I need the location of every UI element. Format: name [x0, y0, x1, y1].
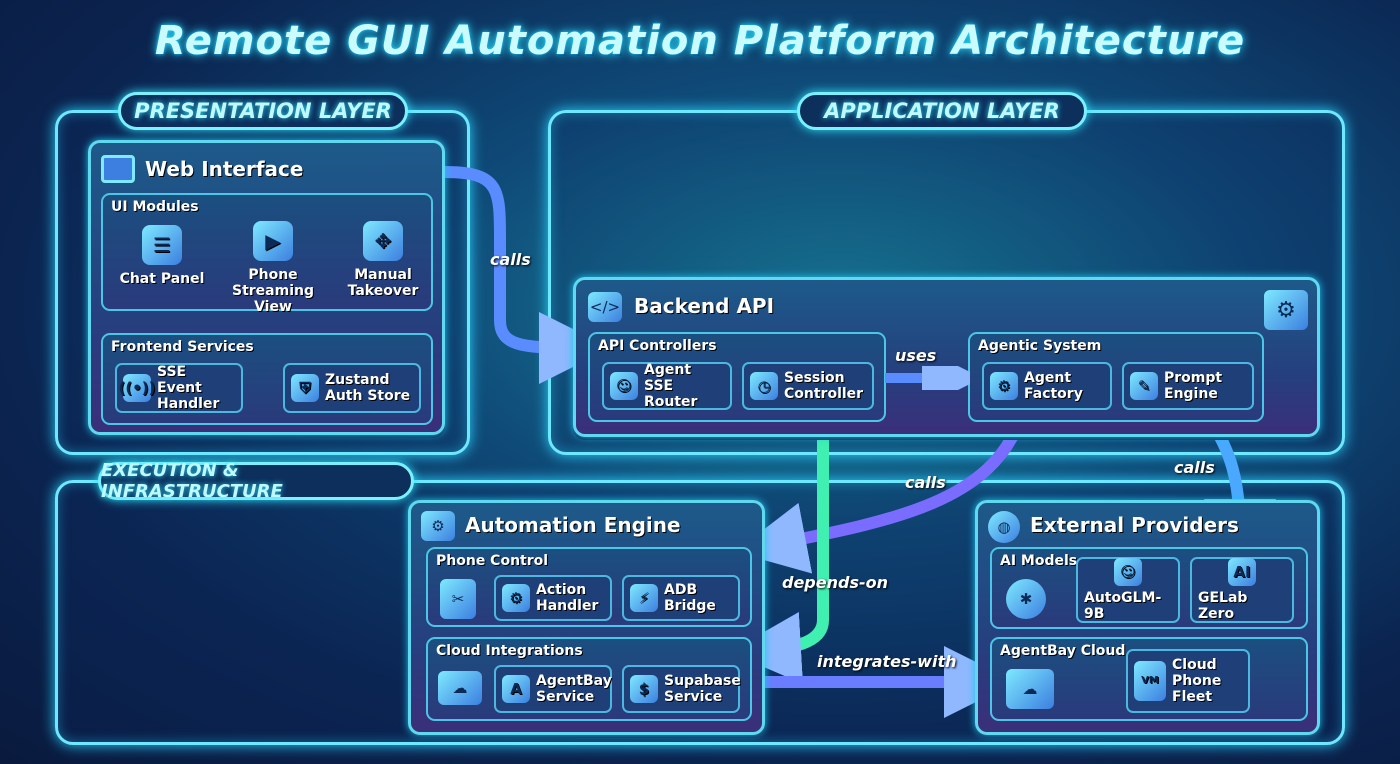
edge-label-depends-on: depends-on	[782, 573, 888, 592]
robot-icon: ☺	[1114, 558, 1142, 586]
adb-bridge[interactable]: ⚡ADB Bridge	[622, 575, 740, 621]
autoglm-9b[interactable]: ☺AutoGLM-9B	[1076, 557, 1180, 623]
phone-stack-vm-icon: VM	[1134, 661, 1166, 701]
arrow-backend-to-automation	[729, 420, 829, 684]
action-handler[interactable]: ⚙Action Handler	[494, 575, 612, 621]
arrow-web-to-backend	[444, 166, 611, 384]
external-providers-card: ◍ External Providers AI Models ✱ ☺AutoGL…	[975, 500, 1320, 735]
manual-takeover-module[interactable]: ✥Manual Takeover	[343, 221, 423, 299]
frontend-services-title: Frontend Services	[111, 339, 254, 355]
frontend-services-group: Frontend Services ((•))SSE Event Handler…	[101, 333, 433, 425]
ai-chip-icon: AI	[1228, 558, 1256, 586]
brain-gear-icon: ⚙	[1264, 290, 1308, 330]
antenna-icon: ((•))	[119, 374, 156, 402]
cloud-icon: ☁	[438, 671, 482, 705]
edge-label-calls-web: calls	[490, 250, 531, 269]
web-interface-title: Web Interface	[145, 157, 304, 181]
api-controllers-group: API Controllers ☺Agent SSE Router ◷Sessi…	[588, 332, 886, 422]
phone-control-title: Phone Control	[436, 553, 549, 569]
robot-factory-icon: ⚙	[990, 372, 1018, 400]
phone-streaming-view-module[interactable]: ▶Phone Streaming View	[213, 221, 333, 315]
automation-engine-title: Automation Engine	[465, 513, 681, 537]
edge-label-calls-automation: calls	[905, 473, 946, 492]
presentation-layer-label: PRESENTATION LAYER	[118, 92, 408, 130]
joystick-icon: ✥	[363, 221, 403, 261]
browser-window-icon	[101, 155, 135, 183]
ui-modules-title: UI Modules	[111, 199, 199, 215]
prompt-window-icon: ✎	[1130, 372, 1158, 400]
diagram-title: Remote GUI Automation Platform Architect…	[154, 18, 1246, 64]
web-interface-card: Web Interface UI Modules ☰Chat Panel ▶Ph…	[88, 140, 445, 435]
gear-icon: ⚙	[502, 584, 530, 612]
database-icon: $	[630, 675, 658, 703]
neural-network-icon: ✱	[1006, 579, 1046, 619]
cloud-database-icon: ☁	[1006, 669, 1054, 709]
phone-tools-icon: ✂	[440, 579, 476, 619]
agentic-system-group: Agentic System ⚙Agent Factory ✎Prompt En…	[968, 332, 1264, 422]
chat-panel-module[interactable]: ☰Chat Panel	[117, 225, 207, 287]
external-providers-title: External Providers	[1030, 513, 1239, 537]
execution-layer-label: EXECUTION & INFRASTRUCTURE	[98, 460, 414, 502]
chat-bubbles-icon: ☰	[142, 225, 182, 265]
zustand-auth-store[interactable]: ⛨Zustand Auth Store	[283, 363, 421, 413]
edge-label-integrates-with: integrates-with	[817, 652, 957, 671]
session-controller[interactable]: ◷Session Controller	[742, 362, 874, 410]
robot-icon: ☺	[610, 372, 638, 400]
agentic-system-title: Agentic System	[978, 338, 1102, 354]
phone-stream-icon: ▶	[253, 221, 293, 261]
agentbay-cloud-title: AgentBay Cloud	[1000, 643, 1126, 659]
edge-label-calls-external: calls	[1174, 458, 1215, 477]
prompt-engine[interactable]: ✎Prompt Engine	[1122, 362, 1254, 410]
sse-event-handler[interactable]: ((•))SSE Event Handler	[115, 363, 243, 413]
clock-user-icon: ◷	[750, 372, 778, 400]
code-gear-icon: </>	[588, 292, 622, 322]
shield-icon: ⛨	[291, 374, 319, 402]
backend-api-title: Backend API	[634, 294, 775, 318]
android-usb-icon: ⚡	[630, 584, 658, 612]
globe-icon: ◍	[988, 511, 1020, 543]
ai-models-title: AI Models	[1000, 553, 1078, 569]
automation-engine-card: ⚙ Automation Engine Phone Control ✂ ⚙Act…	[408, 500, 765, 735]
ui-modules-group: UI Modules ☰Chat Panel ▶Phone Streaming …	[101, 193, 433, 315]
backend-api-card: </> Backend API ⚙ API Controllers ☺Agent…	[573, 277, 1320, 437]
supabase-service[interactable]: $Supabase Service	[622, 665, 741, 713]
agent-factory[interactable]: ⚙Agent Factory	[982, 362, 1112, 410]
agent-sse-router[interactable]: ☺Agent SSE Router	[602, 362, 732, 410]
application-layer-label: APPLICATION LAYER	[797, 92, 1087, 130]
robot-arm-icon: ⚙	[421, 511, 455, 541]
agentbay-logo-icon: A	[502, 675, 530, 703]
arrow-controllers-to-agentic	[885, 366, 970, 390]
cloud-integrations-title: Cloud Integrations	[436, 643, 583, 659]
phone-control-group: Phone Control ✂ ⚙Action Handler ⚡ADB Bri…	[426, 547, 752, 627]
api-controllers-title: API Controllers	[598, 338, 717, 354]
edge-label-uses: uses	[895, 346, 937, 365]
